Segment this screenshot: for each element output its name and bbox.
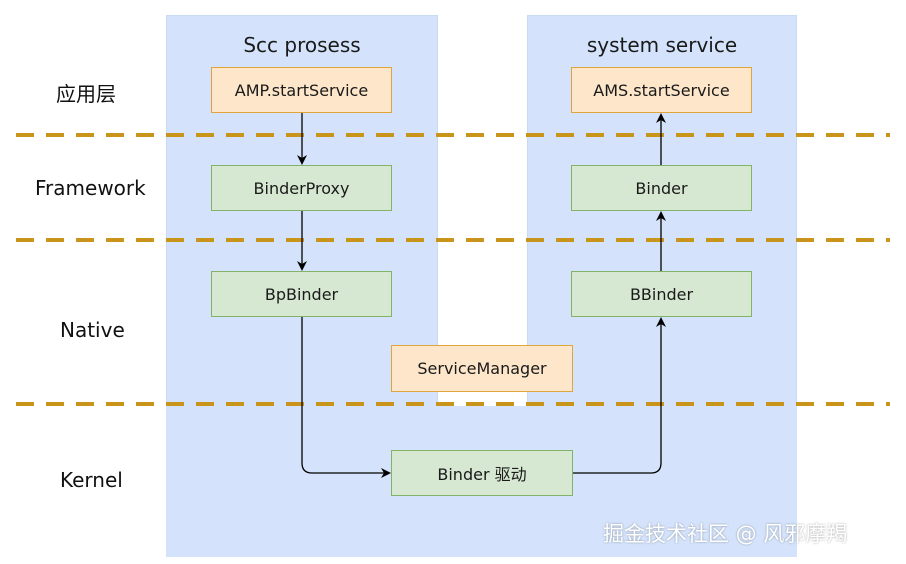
- client-process-title: Scc prosess: [243, 33, 361, 57]
- binder-box: Binder: [571, 165, 752, 211]
- service-manager-box: ServiceManager: [391, 345, 573, 392]
- bp-binder-box: BpBinder: [211, 271, 392, 317]
- layer-label-kernel: Kernel: [60, 468, 123, 492]
- watermark: 掘金技术社区 @ 风邪摩羯: [603, 522, 848, 546]
- layer-label-app: 应用层: [56, 82, 116, 106]
- binder-proxy-box: BinderProxy: [211, 165, 392, 211]
- amp-start-service-box: AMP.startService: [211, 67, 392, 113]
- layer-label-native: Native: [60, 318, 125, 342]
- binder-driver-box: Binder 驱动: [391, 450, 573, 496]
- bbinder-box: BBinder: [571, 271, 752, 317]
- server-process-title: system service: [586, 33, 738, 57]
- layer-label-framework: Framework: [35, 176, 146, 200]
- ams-start-service-box: AMS.startService: [571, 67, 752, 113]
